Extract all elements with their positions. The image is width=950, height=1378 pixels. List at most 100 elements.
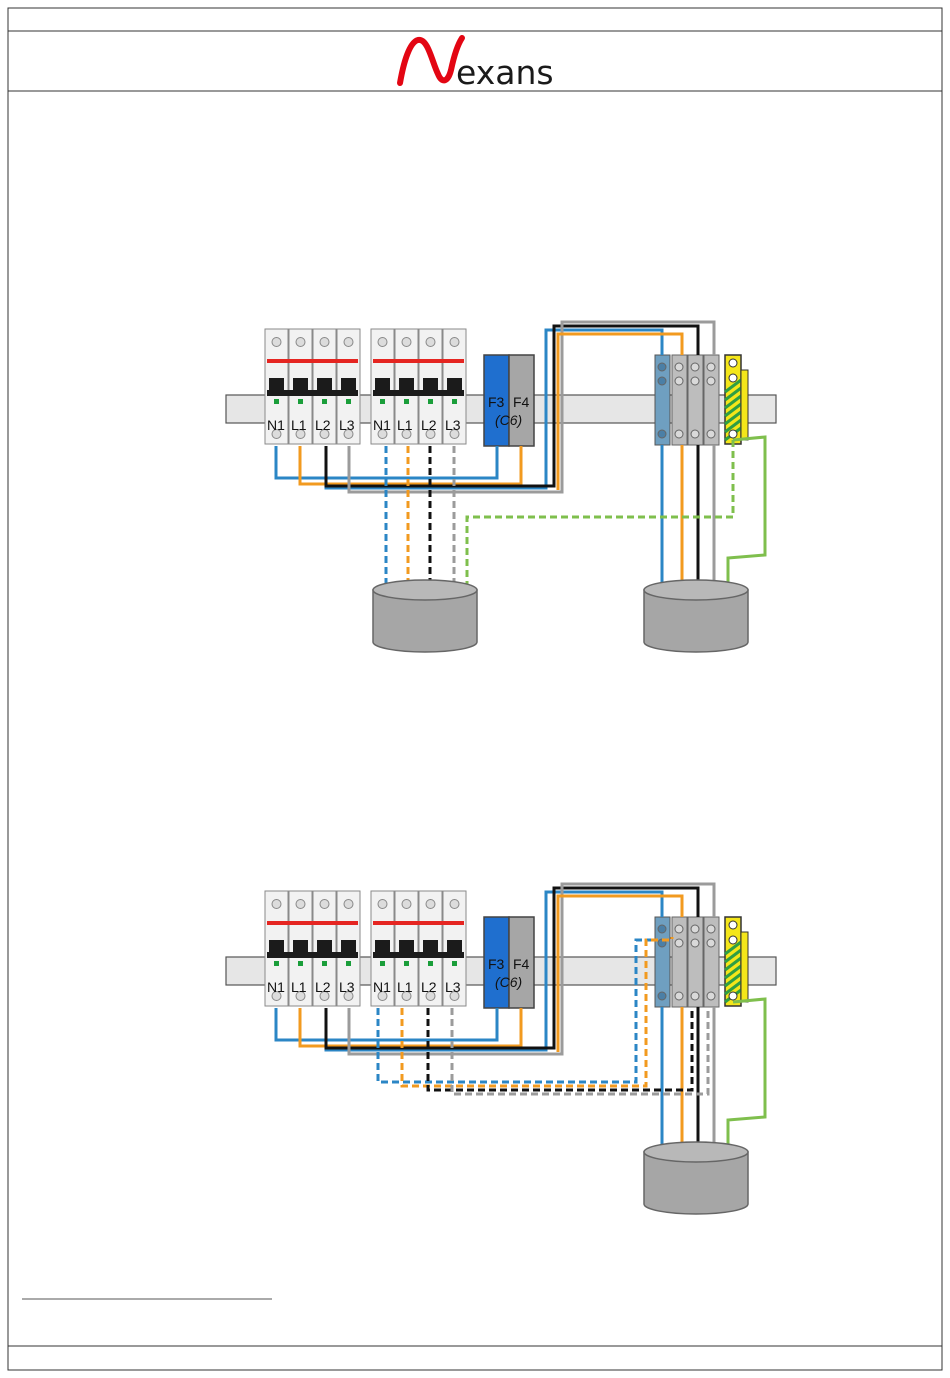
breaker-group: N1L1L2L3 (371, 891, 466, 1006)
breaker-toggle (293, 378, 308, 392)
breaker-toggle (423, 940, 438, 954)
pole-label: L3 (339, 979, 355, 995)
breaker-toggle (447, 378, 462, 392)
status-indicator (298, 399, 303, 404)
terminal-screw-icon (344, 900, 353, 909)
wiring-diagram-2: N1L1L2L3N1L1L2L3F3F4(C6) (226, 884, 776, 1214)
terminal-screw-icon (691, 363, 699, 371)
terminal-screw-icon (729, 359, 737, 367)
terminal-screw-icon (729, 430, 737, 438)
status-indicator (346, 399, 351, 404)
terminal-screw-icon (729, 936, 737, 944)
status-indicator (404, 961, 409, 966)
breaker-group: N1L1L2L3 (265, 891, 360, 1006)
status-indicator (452, 399, 457, 404)
terminal-screw-icon (707, 377, 715, 385)
terminal-screw-icon (691, 430, 699, 438)
cable-drum-left (373, 580, 477, 652)
terminal-screw-icon (729, 921, 737, 929)
terminal-screw-icon (707, 925, 715, 933)
terminal-block (655, 355, 719, 445)
status-indicator (322, 399, 327, 404)
breaker-red-bar (373, 359, 464, 363)
logo-mark (400, 38, 462, 83)
terminal-screw-icon (675, 992, 683, 1000)
terminal-screw-icon (320, 338, 329, 347)
terminal-screw-icon (426, 900, 435, 909)
terminal-screw-icon (272, 900, 281, 909)
terminal-screw-icon (402, 900, 411, 909)
status-indicator (428, 961, 433, 966)
breaker-toggle (269, 378, 284, 392)
pole-label: L2 (421, 417, 437, 433)
fuse-right-label: F4 (513, 394, 530, 410)
breaker-black-bar (267, 952, 358, 958)
terminal-screw-icon (675, 430, 683, 438)
terminal-screw-icon (675, 363, 683, 371)
terminal-screw-icon (296, 338, 305, 347)
terminal-screw-icon (675, 939, 683, 947)
terminal-screw-icon (320, 900, 329, 909)
status-indicator (346, 961, 351, 966)
wire-neutral (276, 1008, 497, 1040)
terminal-screw-icon (691, 925, 699, 933)
status-indicator (380, 961, 385, 966)
breaker-red-bar (267, 359, 358, 363)
terminal-screw-icon (272, 338, 281, 347)
breaker-toggle (447, 940, 462, 954)
terminal-screw-icon (296, 900, 305, 909)
breaker-toggle (341, 940, 356, 954)
earth-bar-rail (741, 932, 748, 1002)
terminal-screw-icon (675, 925, 683, 933)
pole-label: N1 (267, 417, 285, 433)
breaker-toggle (375, 940, 390, 954)
terminal-screw-icon (729, 992, 737, 1000)
terminal-screw-icon (707, 363, 715, 371)
fuse-left-label: F3 (488, 394, 505, 410)
page-border (8, 8, 942, 1370)
status-indicator (274, 961, 279, 966)
fuse-left-label: F3 (488, 956, 505, 972)
terminal-screw-icon (691, 992, 699, 1000)
pole-label: L3 (339, 417, 355, 433)
terminal-screw-icon (378, 338, 387, 347)
status-indicator (298, 961, 303, 966)
pole-label: L2 (315, 417, 331, 433)
fuse-rating-label: (C6) (495, 974, 522, 990)
pole-label: L1 (397, 979, 413, 995)
breaker-toggle (375, 378, 390, 392)
status-indicator (428, 399, 433, 404)
terminal-screw-icon (707, 430, 715, 438)
pole-label: L2 (421, 979, 437, 995)
cable-drum-right (644, 1142, 748, 1214)
wiring-diagram-1: N1L1L2L3N1L1L2L3F3F4(C6) (226, 322, 776, 652)
pole-label: L1 (291, 979, 307, 995)
terminal-screw-icon (402, 338, 411, 347)
pole-label: L3 (445, 979, 461, 995)
logo-wordmark: exans (456, 53, 554, 92)
terminal-screw-icon (450, 338, 459, 347)
breaker-toggle (341, 378, 356, 392)
fuse-rating-label: (C6) (495, 412, 522, 428)
wire-earth-out (728, 999, 765, 1151)
terminal-screw-icon (344, 338, 353, 347)
terminal-screw-icon (658, 992, 666, 1000)
breaker-toggle (317, 940, 332, 954)
breaker-toggle (399, 378, 414, 392)
drum-top (373, 580, 477, 600)
terminal-screw-icon (707, 992, 715, 1000)
pole-label: L1 (397, 417, 413, 433)
wire-earth-dashed (467, 440, 733, 590)
breaker-red-bar (373, 921, 464, 925)
earth-bar-rail (741, 370, 748, 440)
terminal-screw-icon (426, 338, 435, 347)
terminal-screw-icon (729, 374, 737, 382)
breaker-group: N1L1L2L3 (371, 329, 466, 444)
status-indicator (274, 399, 279, 404)
terminal-screw-icon (658, 925, 666, 933)
status-indicator (404, 399, 409, 404)
terminal-block (655, 917, 719, 1007)
breaker-toggle (317, 378, 332, 392)
